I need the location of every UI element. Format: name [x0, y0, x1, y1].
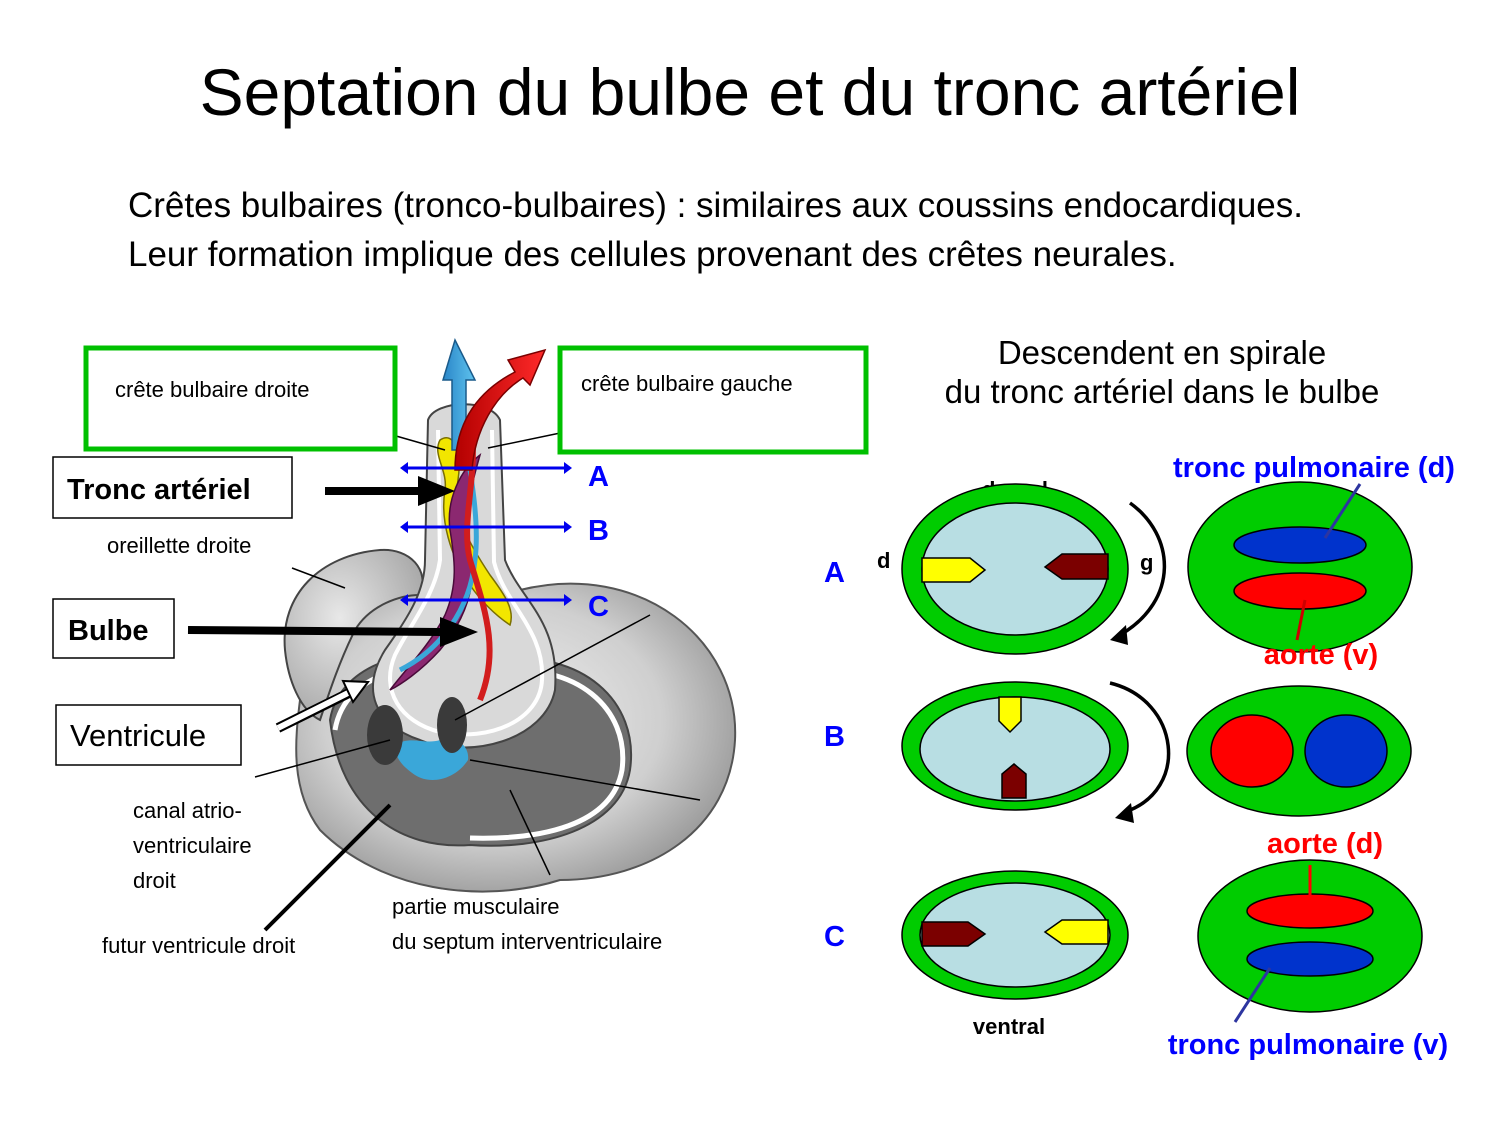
white-arrowhead: [341, 679, 370, 704]
septum-label-line-1: partie musculaire: [392, 894, 560, 919]
heart-illustration: [275, 337, 737, 893]
crest-right-label: crête bulbaire droite: [115, 377, 309, 402]
section-line-dots: [400, 462, 572, 606]
section-a-vessels: [1187, 481, 1413, 653]
rotation-arrowhead-a: [1110, 625, 1128, 645]
black-pointer-arrows: [187, 476, 478, 647]
section-c-crests: [901, 870, 1129, 1000]
section-a-end-right: [564, 462, 572, 474]
section-c-lumen: [919, 882, 1111, 988]
pulmonary-label-a: tronc pulmonaire (d): [1173, 452, 1455, 484]
valve-right: [437, 697, 467, 753]
septum-label-line-2: du septum interventriculaire: [392, 929, 662, 954]
rotation-arrowhead-b: [1115, 803, 1134, 823]
right-heading-line-1: Descendent en spirale: [998, 334, 1326, 371]
section-b-yellow-crest: [998, 696, 1022, 734]
leader-canal: [254, 739, 391, 778]
section-b-pulmonary: [1304, 714, 1388, 788]
oreillette-backdrop: [92, 525, 297, 565]
tronc-box: [52, 456, 293, 519]
section-a-yellow-crest: [921, 557, 987, 583]
bulbe-arrow-shaft: [187, 626, 441, 636]
ventricule-label: Ventricule: [70, 718, 206, 753]
bulbe-arrowhead: [440, 617, 478, 647]
section-a-aorta: [1233, 572, 1367, 610]
bulbe-box: [52, 598, 175, 659]
section-c-end-right: [564, 594, 572, 606]
crest-left-box: [557, 345, 869, 455]
section-a-red-crest: [1043, 553, 1109, 580]
pulmonary-leader-a: [1323, 483, 1362, 539]
rotation-arrow-a: [1119, 501, 1167, 637]
leader-septum-1: [454, 614, 651, 721]
red-flow-arrow: [454, 348, 547, 471]
right-side-label: d: [877, 548, 890, 573]
intro-line-2: Leur formation implique des cellules pro…: [128, 235, 1177, 274]
leader-crest-left: [487, 431, 566, 449]
section-c-end-left: [400, 594, 408, 606]
canal-label-line-2: ventriculaire: [133, 833, 252, 858]
futur-ventricule-label: futur ventricule droit: [102, 933, 295, 958]
leader-oreillette: [291, 567, 346, 589]
crest-left-label: crête bulbaire gauche: [581, 371, 793, 396]
row-label-c: C: [824, 921, 845, 953]
section-a-pulmonary: [1233, 526, 1367, 564]
section-c-aorta: [1246, 893, 1374, 929]
pulmonary-leader-c: [1233, 967, 1272, 1023]
section-a-end-left: [400, 462, 408, 474]
right-atrium: [283, 548, 424, 722]
pulmonary-label-c: tronc pulmonaire (v): [1168, 1029, 1448, 1061]
leader-lines: [254, 429, 701, 876]
aorta-leader-a: [1295, 599, 1307, 641]
row-label-a: A: [824, 557, 845, 589]
ventricule-box: [55, 704, 242, 766]
section-c-vessel-ring: [1197, 859, 1423, 1013]
aorta-label-a: aorte (v): [1264, 639, 1378, 671]
leader-septum-2: [469, 759, 701, 801]
tronc-arrowhead: [418, 476, 455, 506]
white-arrow-core: [276, 688, 354, 731]
section-b-vessels: [1186, 685, 1412, 817]
row-label-b: B: [824, 721, 845, 753]
section-c-vessels: [1197, 859, 1423, 1013]
section-c-pulmonary: [1246, 941, 1374, 977]
section-label-b: B: [588, 515, 609, 547]
page-title: Septation du bulbe et du tronc artériel: [199, 55, 1301, 129]
leader-septum-3: [509, 789, 551, 876]
section-b-crests: [901, 681, 1129, 811]
section-c-red-crest: [921, 921, 987, 947]
canal-label-line-3: droit: [133, 868, 176, 893]
ventral-label: ventral: [973, 1014, 1045, 1039]
bulbe-label: Bulbe: [68, 615, 149, 647]
right-heading-line-2: du tronc artériel dans le bulbe: [945, 373, 1380, 410]
intro-line-1: Crêtes bulbaires (tronco-bulbaires) : si…: [128, 186, 1303, 225]
section-a-vessel-ring: [1187, 481, 1413, 653]
leader-futur-ventricule: [263, 803, 392, 932]
section-b-end-right: [564, 521, 572, 533]
section-b-red-crest: [1001, 763, 1027, 799]
aorta-label-c: aorte (d): [1267, 828, 1383, 860]
section-b-end-left: [400, 521, 408, 533]
tronc-label: Tronc artériel: [67, 474, 251, 506]
crest-right-box: [83, 345, 398, 452]
section-label-c: C: [588, 591, 609, 623]
oreillette-label: oreillette droite: [107, 533, 251, 558]
section-lines: [405, 466, 566, 602]
left-side-label: g: [1140, 550, 1153, 575]
valve-left: [367, 705, 403, 765]
canal-label-line-1: canal atrio-: [133, 798, 242, 823]
section-c-yellow-crest: [1043, 919, 1109, 945]
section-b-aorta: [1210, 714, 1294, 788]
section-a-crests: [901, 483, 1129, 655]
rotation-arrow-b: [1109, 681, 1171, 814]
section-label-a: A: [588, 461, 609, 493]
